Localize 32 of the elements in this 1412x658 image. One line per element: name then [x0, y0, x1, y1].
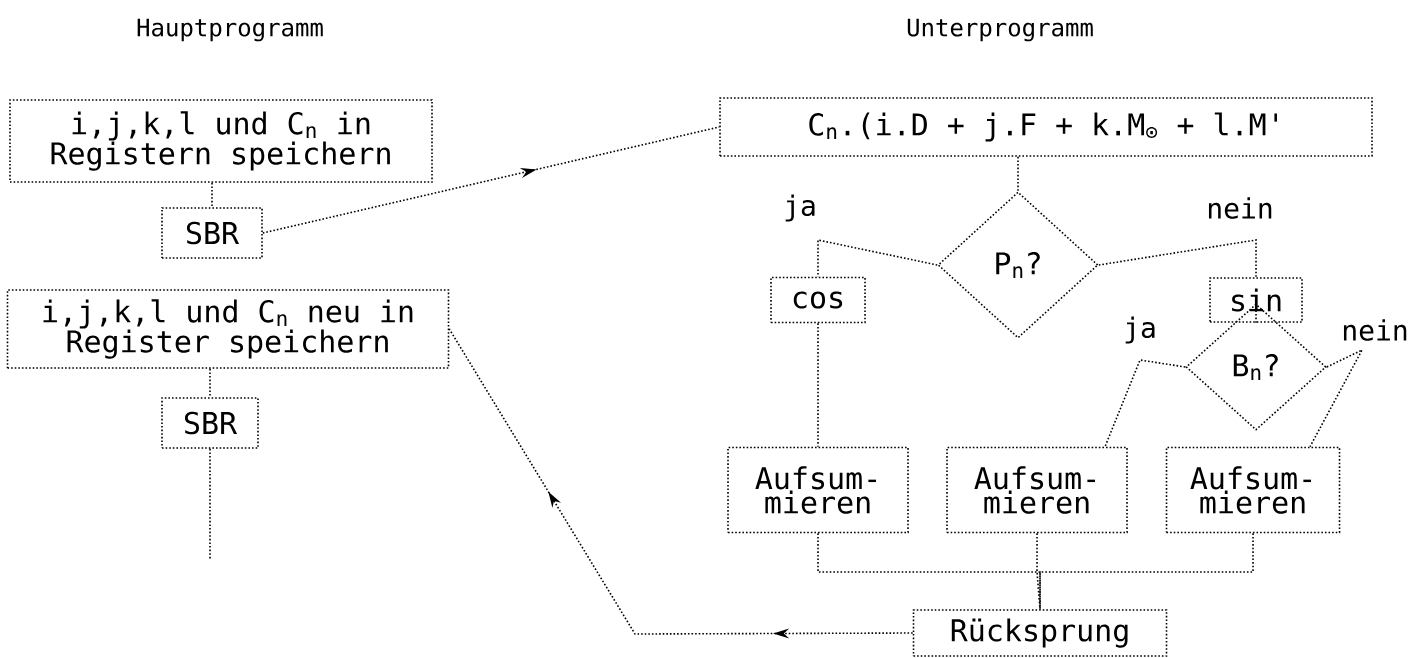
- connector-line: [1039, 532, 1254, 610]
- connector-line: [1309, 348, 1364, 448]
- column-heading: Hauptprogramm: [137, 18, 323, 42]
- process-box: Aufsum- mieren: [1165, 446, 1341, 534]
- process-box: Aufsum- mieren: [946, 446, 1128, 534]
- connector-line: [1017, 156, 1019, 192]
- edge-label: nein: [1343, 319, 1407, 341]
- connector-line: [211, 182, 213, 208]
- process-box: cos: [770, 276, 866, 324]
- edge-label: ja: [785, 194, 815, 222]
- process-box: i,j,k,l und C$_{n}$ neu in Register speichern: [6, 289, 450, 369]
- connector-line: [209, 368, 211, 398]
- arrow: [448, 328, 914, 639]
- edge-label: nein: [1208, 197, 1272, 219]
- connector-line: [817, 322, 819, 448]
- connector-line: [1104, 359, 1186, 448]
- process-box: sin: [1209, 277, 1303, 323]
- process-box: Aufsum- mieren: [727, 446, 909, 534]
- process-box: i,j,k,l und C$_{n}$ in Registern speichern: [9, 99, 433, 183]
- column-heading: Unterprogramm: [907, 18, 1093, 42]
- connector-line: [817, 532, 1041, 610]
- arrow: [262, 126, 720, 234]
- connector-line: [817, 239, 938, 278]
- process-box: SBR: [161, 207, 263, 259]
- connector-line: [1098, 239, 1257, 278]
- process-box: SBR: [161, 397, 259, 449]
- process-box: C$_{n}$.(i.D + j.F + k.M$_{⊙}$ + l.M': [719, 97, 1373, 157]
- connector-line: [209, 448, 211, 561]
- connector-line: [1255, 302, 1257, 324]
- process-box: Rücksprung: [912, 609, 1168, 657]
- edge-label: ja: [1125, 316, 1155, 344]
- connector-line: [1036, 532, 1041, 610]
